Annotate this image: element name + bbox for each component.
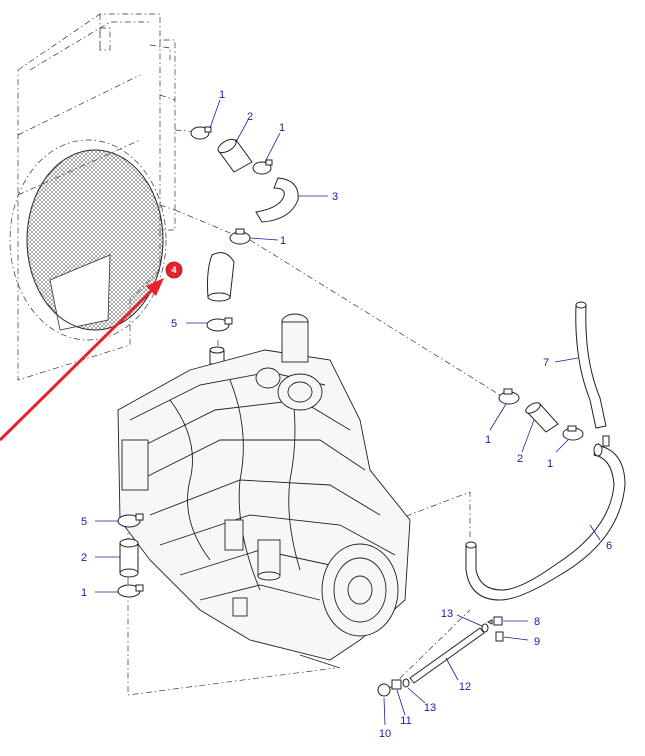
callout-6: 6 (606, 540, 612, 552)
fan-shroud (9, 139, 167, 341)
right-hose-assembly (377, 301, 626, 697)
engine-block (117, 313, 411, 669)
callout-11: 11 (400, 715, 411, 727)
callout-5: 5 (81, 516, 87, 528)
callout-3: 3 (332, 191, 338, 203)
callout-10: 10 (379, 728, 391, 740)
hose-clamp-right-1[interactable] (498, 388, 520, 405)
callout-1: 1 (485, 434, 491, 446)
hose-clamp-upper-3[interactable] (229, 228, 251, 245)
fitting-8[interactable] (486, 616, 503, 626)
straight-hose-upper[interactable] (216, 137, 253, 173)
highlight-arrow (0, 278, 164, 442)
engine-outlet-stub (209, 346, 225, 365)
leader-lines (95, 99, 601, 726)
hose-4[interactable] (207, 252, 235, 302)
callout-7: 7 (543, 357, 549, 369)
callout-1: 1 (219, 89, 225, 101)
left-hose-assembly (117, 513, 144, 598)
pipe-7[interactable] (575, 301, 607, 429)
pipe-6[interactable] (465, 435, 626, 601)
callout-9: 9 (534, 636, 540, 648)
callout-13: 13 (441, 608, 453, 620)
tube-12[interactable] (409, 627, 485, 684)
callout-12: 12 (459, 681, 471, 693)
highlight-marker-4[interactable]: 4 (165, 261, 183, 279)
callout-labels: 1 2 1 3 1 5 7 1 2 1 6 5 2 1 13 8 9 12 10… (81, 89, 612, 740)
callout-8: 8 (534, 616, 540, 628)
upper-hose-assembly (190, 126, 299, 365)
hose-clamp-upper-1[interactable] (190, 126, 212, 140)
callout-1: 1 (279, 122, 285, 134)
hose-clamp-right-2[interactable] (562, 425, 584, 441)
cap-10[interactable] (377, 683, 391, 697)
callout-5: 5 (171, 318, 177, 330)
hose-clamp-5-upper[interactable] (206, 317, 233, 332)
seal-ring-13-lower[interactable] (402, 678, 410, 688)
hose-clamp-1-lower-left[interactable] (117, 584, 144, 598)
callout-13: 13 (424, 702, 436, 714)
callout-2: 2 (517, 453, 523, 465)
callout-1: 1 (280, 235, 286, 247)
callout-2: 2 (247, 111, 253, 123)
fitting-11[interactable] (391, 679, 402, 690)
hose-clamp-upper-2[interactable] (252, 159, 273, 175)
callout-1: 1 (547, 458, 553, 470)
callout-1: 1 (81, 587, 87, 599)
marker-label: 4 (171, 265, 176, 275)
straight-hose-right[interactable] (524, 401, 559, 433)
straight-hose-lower-left[interactable] (119, 538, 139, 578)
radiator-housing (17, 13, 176, 381)
fitting-9[interactable] (495, 631, 504, 642)
elbow-hose-3[interactable] (255, 177, 299, 223)
callout-2: 2 (81, 552, 87, 564)
seal-ring-13-upper[interactable] (481, 623, 489, 633)
